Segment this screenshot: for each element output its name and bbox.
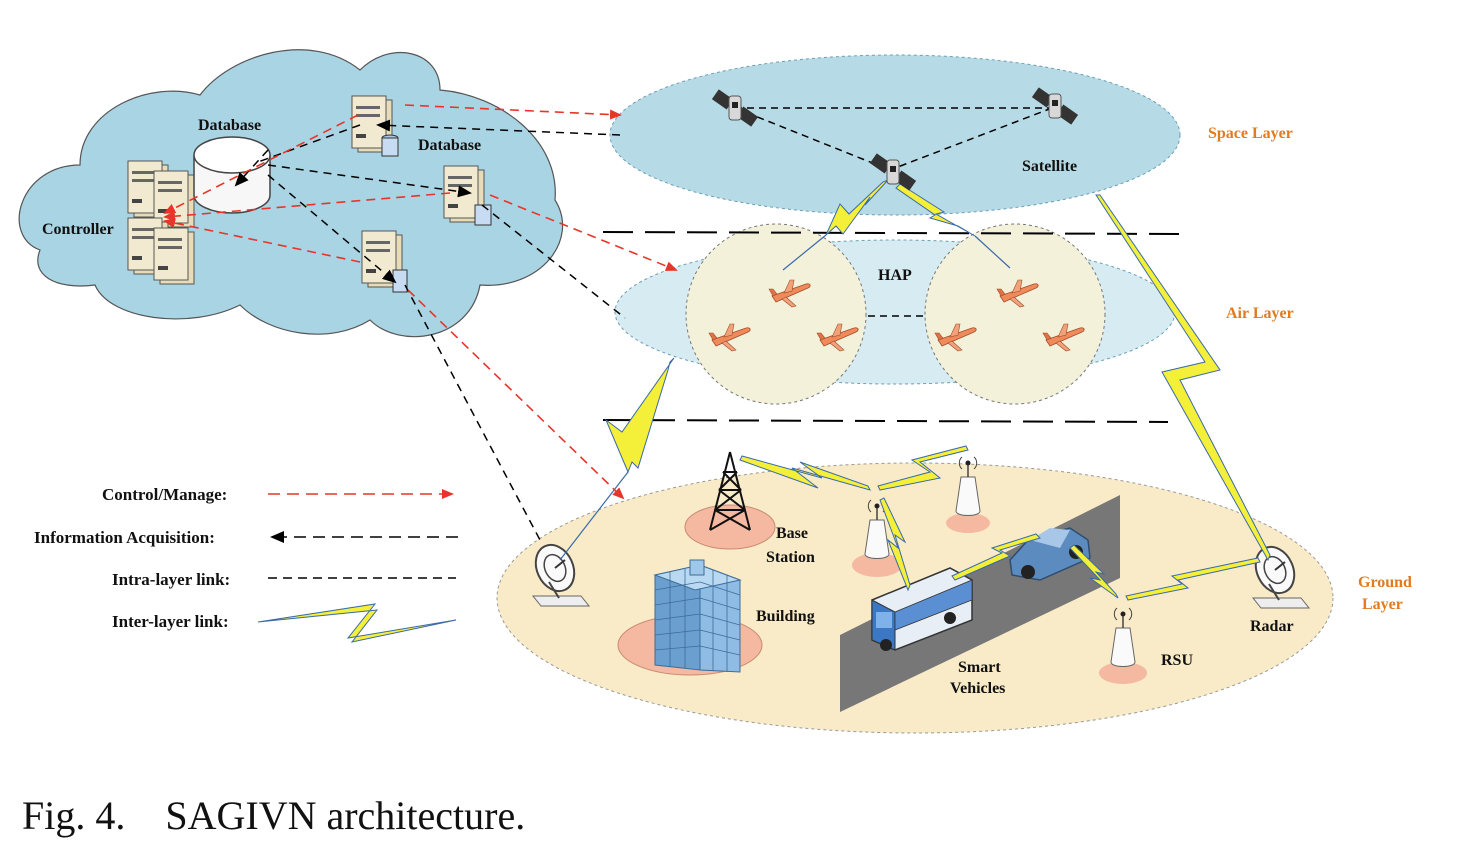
rsu-pad-3	[1099, 662, 1147, 684]
caption-title: SAGIVN architecture.	[165, 793, 526, 838]
database-server-icon-3	[361, 230, 408, 293]
lightning-car-rsu	[1069, 544, 1119, 599]
database-label-2: Database	[418, 137, 481, 154]
air-layer-label: Air Layer	[1226, 305, 1294, 322]
hap-circle-right	[924, 223, 1106, 405]
legend-control-manage-label: Control/Manage:	[102, 485, 227, 504]
lightning-hap-ground	[604, 357, 675, 474]
database-server-icon-1	[351, 95, 399, 157]
database-server-icon-2	[443, 165, 492, 226]
legend-intra-layer-label: Intra-layer link:	[112, 570, 230, 589]
controller-server-icon	[127, 160, 195, 285]
lightning-rsu-bus	[879, 497, 911, 592]
hap-label: HAP	[878, 267, 912, 284]
lightning-bs-rsu	[739, 455, 871, 491]
rsu-antenna-2	[955, 456, 981, 517]
smart-vehicles-label-line1: Smart	[958, 659, 1001, 676]
legend-inter-layer-label: Inter-layer link:	[112, 612, 229, 631]
lightning-rsu-rsu	[877, 445, 969, 491]
inter-layer-links	[559, 179, 1271, 601]
rsu-label: RSU	[1161, 652, 1193, 669]
database-label-1: Database	[198, 117, 261, 134]
legend-info-acquisition-label: Information Acquisition:	[34, 528, 215, 547]
info-acquisition-links	[234, 119, 626, 541]
ground-layer-label-line2: Layer	[1362, 596, 1403, 613]
lightning-sat-hap-left	[825, 179, 889, 236]
caption-spacer	[125, 793, 165, 838]
lightning-sat-radar	[1095, 194, 1271, 562]
lightning-bus-car	[951, 533, 1041, 581]
caption-fig-number: Fig. 4.	[22, 793, 126, 838]
lightning-sat-hap-right	[895, 183, 976, 237]
smart-vehicles-label-line2: Vehicles	[950, 680, 1005, 697]
base-station-label-line2: Station	[766, 549, 815, 566]
building-icon	[653, 559, 742, 673]
bus-icon	[871, 567, 973, 651]
air-ground-separator	[602, 419, 1169, 423]
control-manage-links	[163, 104, 678, 500]
space-layer-label: Space Layer	[1208, 125, 1293, 142]
rsu-pad-1	[852, 553, 902, 577]
controller-label: Controller	[42, 221, 114, 238]
building-label: Building	[756, 608, 815, 625]
intra-layer-links	[734, 107, 1053, 317]
base-station-tower-icon	[709, 451, 751, 531]
database-cylinder-icon	[193, 136, 271, 214]
space-layer-ellipse	[609, 54, 1181, 216]
figure-caption: Fig. 4. SAGIVN architecture.	[22, 792, 525, 839]
radar-label: Radar	[1250, 618, 1294, 635]
satellite-label: Satellite	[1022, 158, 1077, 175]
lightning-rsu-radar	[1125, 557, 1261, 601]
rsu-pad-2	[946, 513, 990, 533]
rsu-antenna-3	[1110, 607, 1136, 668]
base-station-pad	[684, 504, 776, 550]
space-air-separator	[602, 231, 1191, 235]
base-station-label-line1: Base	[776, 525, 808, 542]
ground-layer-label-line1: Ground	[1358, 574, 1412, 591]
hap-circle-left	[685, 223, 867, 405]
legend-inter-layer-bolt	[257, 603, 457, 643]
legend: Control/Manage: Information Acquisition:…	[34, 485, 458, 643]
